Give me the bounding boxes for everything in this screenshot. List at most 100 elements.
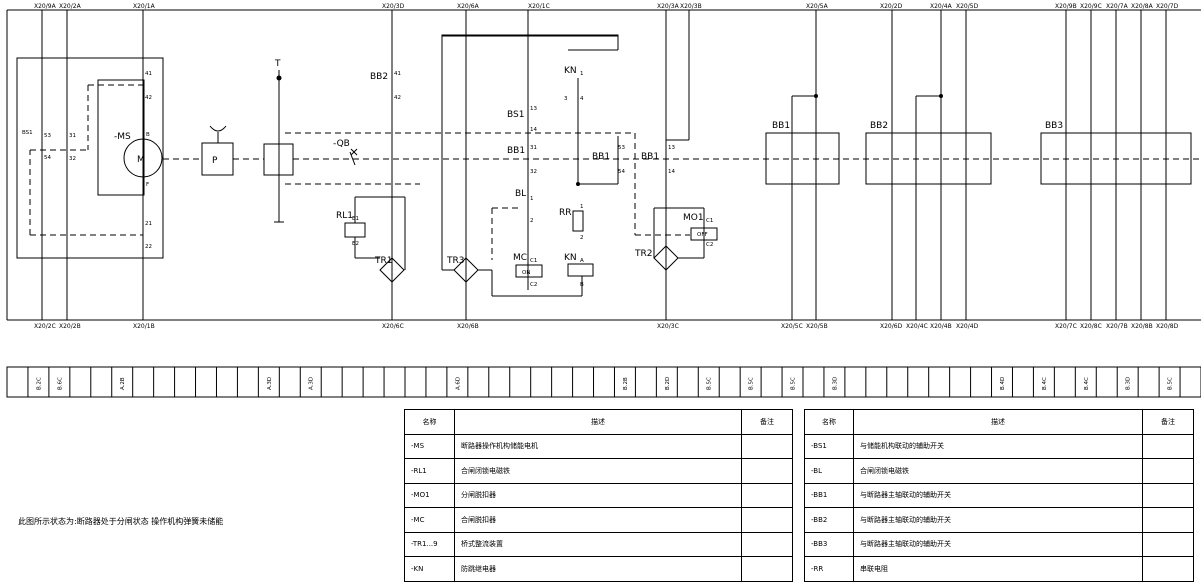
aux-switch-blocks: BB1 BB2 BB3 [765, 121, 1192, 185]
svg-text:32: 32 [69, 156, 76, 162]
terminal-label: X20/7B [1106, 323, 1128, 330]
svg-text:14: 14 [530, 127, 537, 133]
strip-cell-label: A.3D [267, 377, 273, 390]
on-label: ON [522, 270, 530, 276]
svg-text:53: 53 [44, 133, 51, 139]
terminal-label: X20/5D [956, 3, 979, 10]
svg-text:BB1: BB1 [592, 152, 610, 162]
kn-coil [567, 263, 594, 277]
terminal-label: X20/4D [956, 323, 979, 330]
motor-symbol [123, 138, 163, 178]
svg-text:31: 31 [69, 133, 76, 139]
svg-text:22: 22 [145, 244, 152, 250]
closing-circuit: TR3 BS1 13 14 BB1 31 32 BL 1 2 MC C1 C2 … [441, 10, 625, 297]
svg-text:C1: C1 [530, 258, 537, 264]
strip-cell-label: A.6D [455, 377, 461, 390]
terminal-label: X20/7D [1156, 3, 1179, 10]
terminal-label: X20/1A [133, 3, 156, 10]
top-terminal-labels: X20/9A X20/2A X20/1A X20/3D X20/6A X20/1… [34, 3, 1179, 10]
terminal-label: X20/5C [781, 323, 803, 330]
svg-text:1: 1 [580, 71, 584, 77]
terminal-label: X20/2A [59, 3, 82, 10]
strip-cell-label: B.4D [1000, 377, 1006, 390]
svg-text:32: 32 [530, 169, 537, 175]
svg-text:MO1: MO1 [683, 213, 704, 223]
strip-cell-label: B.4C [1042, 377, 1048, 390]
terminal-label: X20/8C [1080, 323, 1102, 330]
svg-text:14: 14 [668, 169, 675, 175]
svg-text:4: 4 [580, 96, 584, 102]
wiring-diagram: X20/9A X20/2A X20/1A X20/3D X20/6A X20/1… [6, 3, 1201, 398]
terminal-label: X20/2B [59, 323, 81, 330]
svg-text:1: 1 [530, 196, 534, 202]
mechanical-link [163, 132, 1201, 260]
strip-cell-label: B.6C [57, 377, 63, 390]
svg-text:21: 21 [145, 221, 152, 227]
bottom-terminal-labels: X20/2C X20/2B X20/1B X20/6C X20/6B X20/3… [34, 323, 1179, 330]
svg-text:54: 54 [618, 169, 625, 175]
svg-text:C2: C2 [530, 282, 537, 288]
svg-text:54: 54 [44, 155, 51, 161]
qb-switch: -QB [333, 139, 358, 166]
svg-text:BS1: BS1 [507, 110, 524, 120]
terminal-label: X20/3C [657, 323, 679, 330]
strip-cell-label: B.4C [1084, 377, 1090, 390]
strip-cell-label: B.5C [707, 377, 713, 390]
terminal-label: X20/6A [457, 3, 480, 10]
svg-text:BB1: BB1 [772, 121, 790, 131]
terminal-label: X20/3A [657, 3, 680, 10]
strip-cell-label: B.2B [623, 377, 629, 390]
terminal-label: X20/2C [34, 323, 56, 330]
svg-text:-QB: -QB [333, 139, 350, 149]
legend-header: 名称 描述 备注 [804, 409, 1194, 435]
svg-text:13: 13 [668, 145, 675, 151]
terminal-label: X20/6D [880, 323, 903, 330]
diagram-frame [6, 9, 1201, 321]
terminal-label: X20/1B [133, 323, 155, 330]
mo1-coil [690, 227, 718, 241]
strip-cell-label: A.3D [309, 377, 315, 390]
terminal-label: X20/8A [1131, 3, 1154, 10]
svg-text:BB1: BB1 [641, 152, 659, 162]
ms-label: -MS [114, 132, 131, 142]
svg-text:31: 31 [530, 145, 537, 151]
strip-cell-label: B.2C [36, 377, 42, 390]
terminal-label: X20/4A [930, 3, 953, 10]
motor-section: M -MS B F 41 42 21 22 BS1 53 54 31 32 [16, 57, 164, 259]
terminal-label: X20/6C [382, 323, 404, 330]
svg-text:41: 41 [394, 71, 401, 77]
terminal-label: X20/6B [457, 323, 479, 330]
terminal-label: X20/2D [880, 3, 903, 10]
strip-cell-label: B.5C [1168, 377, 1174, 390]
svg-text:RL1: RL1 [336, 211, 353, 221]
terminal-label: X20/9B [1055, 3, 1077, 10]
legend-header: 名称 描述 备注 [404, 409, 793, 435]
svg-text:BS1: BS1 [22, 130, 33, 136]
svg-text:B: B [580, 282, 584, 288]
p-label: P [212, 156, 218, 166]
terminal-label: X20/7A [1106, 3, 1129, 10]
terminal-label: X20/3D [382, 3, 405, 10]
svg-text:BB3: BB3 [1045, 121, 1063, 131]
svg-text:MC: MC [513, 253, 527, 263]
strip-cell-label: B.2D [665, 377, 671, 390]
terminal-label: X20/9C [1080, 3, 1102, 10]
mc-coil [515, 264, 543, 278]
off-label: OFF [697, 232, 708, 238]
svg-text:TR1: TR1 [374, 256, 392, 266]
svg-text:BB2: BB2 [870, 121, 888, 131]
